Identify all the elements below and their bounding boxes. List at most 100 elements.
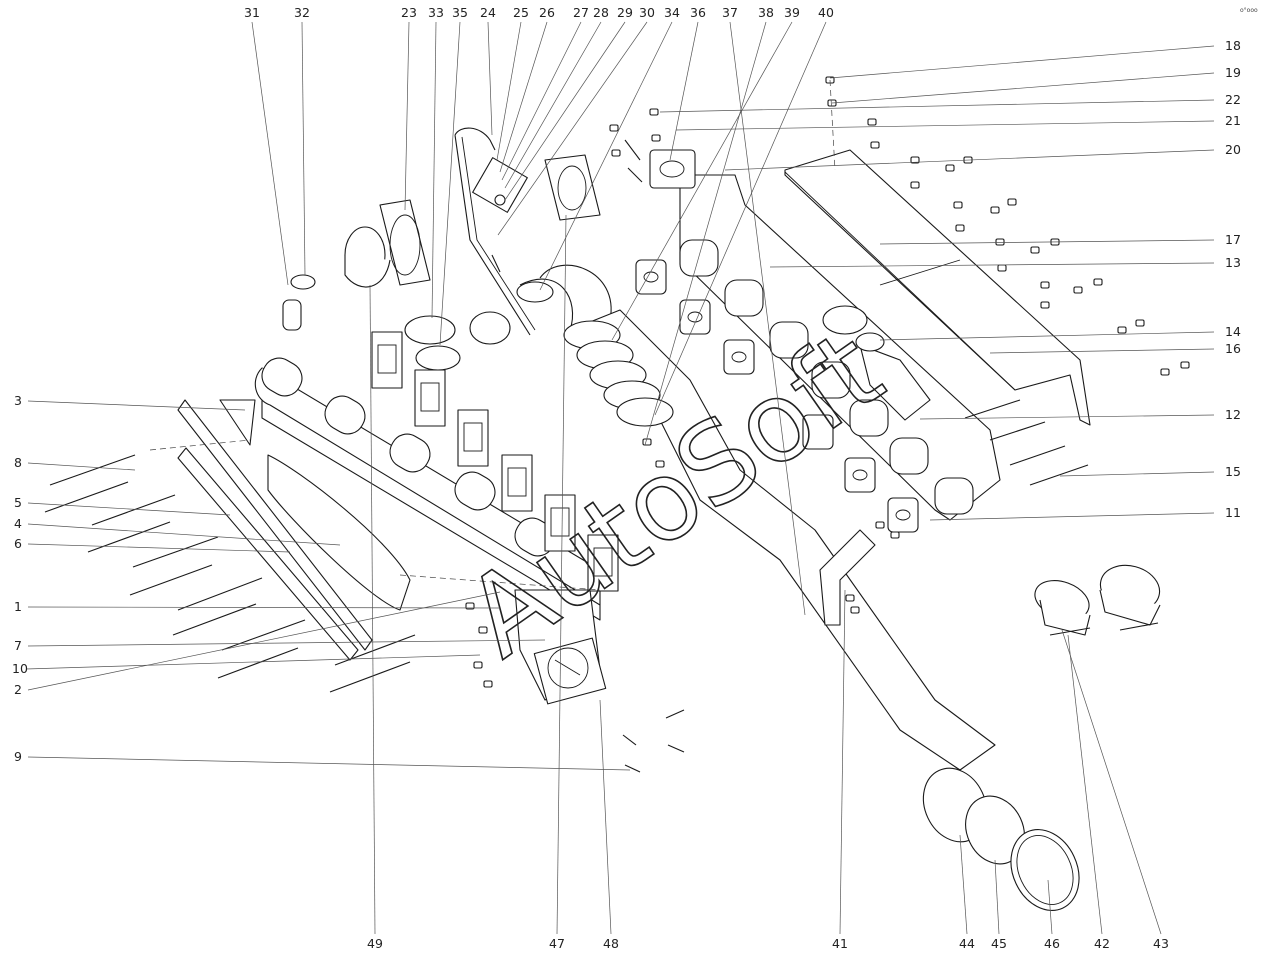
callout-47: 47 [549, 936, 565, 951]
callout-43: 43 [1153, 936, 1169, 951]
hardware-stud [491, 254, 501, 273]
clamps-42-43 [1034, 564, 1161, 636]
leader-line-4 [27, 523, 341, 546]
callout-25: 25 [513, 5, 529, 20]
callout-16: 16 [1225, 341, 1241, 356]
turbo-housing-47 [544, 154, 601, 221]
hardware-nut [953, 201, 963, 209]
callout-11: 11 [1225, 505, 1241, 520]
leader-line-26 [499, 21, 548, 173]
centre-lines [149, 79, 836, 591]
leader-line-28 [504, 21, 602, 189]
hardware-nut [990, 206, 1000, 214]
leader-line-11 [929, 512, 1215, 521]
tail-pieces [922, 767, 1080, 911]
hardware-stud [624, 139, 641, 161]
callout-46: 46 [1044, 936, 1060, 951]
oil-pipe-assembly [454, 127, 536, 336]
hardware-stud [622, 734, 637, 746]
hardware-nut [483, 680, 493, 688]
leader-line-33 [431, 21, 437, 319]
callout-17: 17 [1225, 232, 1241, 247]
leader-line-22 [659, 99, 1215, 113]
right-heat-shield [784, 149, 1091, 426]
leader-line-47 [556, 214, 567, 935]
hardware-nut [465, 602, 475, 610]
callout-1: 1 [14, 599, 22, 614]
callout-38: 38 [758, 5, 774, 20]
right-gaskets [635, 149, 919, 533]
callout-21: 21 [1225, 113, 1241, 128]
leader-line-37 [729, 21, 806, 616]
leader-line-21 [675, 120, 1215, 131]
heat-shield-cylinder-49 [344, 226, 391, 288]
leader-line-32 [301, 21, 306, 276]
leader-line-19 [831, 72, 1215, 104]
callout-27: 27 [573, 5, 589, 20]
right-bolts [964, 399, 1089, 486]
hardware-stud [627, 167, 643, 183]
hardware-nut [1180, 361, 1190, 369]
callout-48: 48 [603, 936, 619, 951]
callout-42: 42 [1094, 936, 1110, 951]
hardware-nut [655, 460, 665, 468]
hardware-nut [867, 118, 877, 126]
hardware-nut [1160, 368, 1170, 376]
callout-24: 24 [480, 5, 496, 20]
callout-41: 41 [832, 936, 848, 951]
leader-line-1 [27, 606, 501, 609]
hardware-nut [1117, 326, 1127, 334]
hardware-nut [611, 149, 621, 157]
leader-line-14 [879, 331, 1215, 341]
leader-line-24 [487, 21, 493, 136]
hardware-nut [890, 531, 900, 539]
leader-line-7 [27, 639, 546, 647]
hardware-nut [997, 264, 1007, 272]
hardware-nut [473, 661, 483, 669]
leader-line-16 [989, 348, 1215, 354]
callout-15: 15 [1225, 464, 1241, 479]
callout-44: 44 [959, 936, 975, 951]
callout-18: 18 [1225, 38, 1241, 53]
manifold-bolts [44, 454, 416, 693]
v-band-clamps-33-35 [404, 311, 511, 371]
hardware-nut [478, 626, 488, 634]
callout-37: 37 [722, 5, 738, 20]
leader-line-27 [501, 21, 582, 181]
leader-line-40 [654, 21, 827, 416]
callout-30: 30 [639, 5, 655, 20]
leader-line-20 [724, 149, 1215, 171]
callout-40: 40 [818, 5, 834, 20]
hardware-nut [1135, 319, 1145, 327]
hardware-nut [910, 181, 920, 189]
leader-line-45 [994, 859, 1000, 935]
leader-line-35 [439, 21, 461, 346]
leader-line-41 [839, 589, 846, 935]
hardware-nut [1007, 198, 1017, 206]
callout-19: 19 [1225, 65, 1241, 80]
callout-5: 5 [14, 495, 22, 510]
hardware-nut [651, 134, 661, 142]
leader-line-13 [769, 262, 1215, 268]
leader-line-44 [959, 834, 968, 935]
callout-34: 34 [664, 5, 680, 20]
leader-line-34 [539, 21, 673, 291]
leader-line-36 [669, 21, 699, 161]
callout-39: 39 [784, 5, 800, 20]
leader-line-42 [1067, 634, 1103, 935]
callout-29: 29 [617, 5, 633, 20]
hardware-nut [845, 594, 855, 602]
leader-line-18 [829, 45, 1215, 79]
leader-line-49 [369, 284, 376, 935]
turbo-flange-23 [379, 199, 431, 286]
hardware-nut [609, 124, 619, 132]
callout-36: 36 [690, 5, 706, 20]
leader-line-31 [251, 21, 289, 286]
callout-31: 31 [244, 5, 260, 20]
callout-33: 33 [428, 5, 444, 20]
callout-49: 49 [367, 936, 383, 951]
callout-22: 22 [1225, 92, 1241, 107]
callout-45: 45 [991, 936, 1007, 951]
